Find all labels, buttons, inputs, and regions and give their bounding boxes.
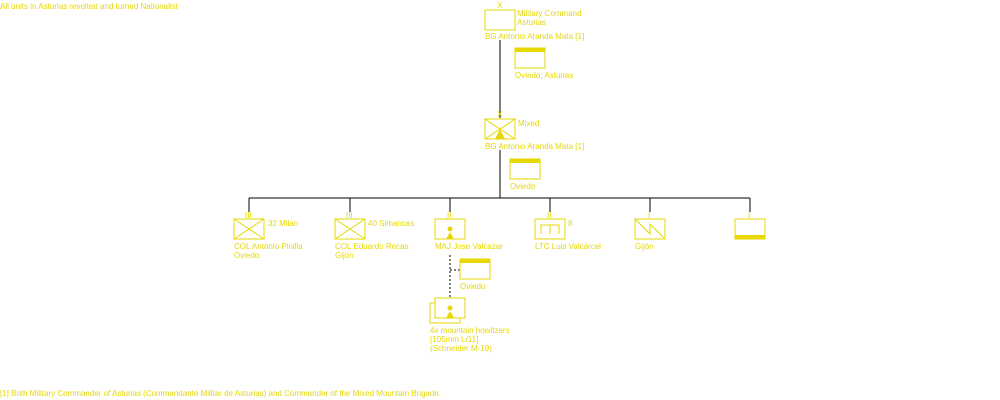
subunit-5-symbol [634, 218, 666, 240]
subunit-4-symbol [534, 218, 566, 240]
subunit-4-designation: 8 [568, 219, 573, 228]
brigade-type: Mixed [518, 119, 540, 128]
subunit-1-commander: COL Antonio Pinilla [234, 242, 303, 251]
artillery-detail-symbol [429, 297, 466, 324]
subunit-2-symbol [334, 218, 366, 240]
top-command-symbol [484, 9, 516, 31]
top-command-name-line-2: Asturias [517, 18, 546, 27]
brigade-symbol [484, 118, 516, 140]
mountain-artillery-icon [447, 305, 453, 311]
top-command-echelon: X [497, 1, 503, 10]
artillery-detail-hq-location: Oviedo [460, 282, 486, 291]
header-note: All units in Asturias revolted and turne… [0, 2, 178, 11]
subunit-6-symbol [734, 218, 766, 240]
artillery-detail-line-1: 4x mountain howitzers [430, 326, 510, 335]
subunit-4-echelon: II [547, 211, 552, 220]
signal-icon [634, 218, 666, 240]
brigade-echelon: X [497, 110, 503, 119]
subunit-1-location: Oviedo [234, 251, 260, 260]
mountain-infantry-icon [495, 129, 505, 139]
top-command-name-line-1: Military Command [517, 9, 582, 18]
subunit-6-echelon: I [748, 211, 751, 220]
brigade-hq-location: Oviedo [510, 182, 536, 191]
subunit-5-location: Gijón [635, 242, 654, 251]
subunit-3-commander: MAJ Jose Valcazar [435, 242, 503, 251]
subunit-1-symbol [233, 218, 265, 240]
mountain-artillery-icon [447, 226, 453, 232]
subunit-3-hq-flag [459, 258, 491, 280]
subunit-3-echelon: II [447, 211, 452, 220]
artillery-detail-line-3: (Schneider M-19) [430, 344, 492, 353]
subunit-2-location: Gijón [335, 251, 354, 260]
subunit-5-echelon: I [648, 211, 651, 220]
artillery-detail-line-2: [105mm L/11] [430, 335, 479, 344]
subunit-1-designation: 32 Milan [268, 219, 299, 228]
subunit-2-echelon: III [346, 211, 353, 220]
top-command-hq-flag [514, 47, 546, 69]
brigade-commander: BG Antonio Aranda Mata [1] [485, 142, 585, 151]
subunit-4-commander: LTC Luis Valcárcel [535, 242, 601, 251]
top-command-commander: BG Antonio Aranda Mata [1] [485, 32, 585, 41]
subunit-2-designation: 40 Simancas [368, 219, 415, 228]
subunit-1-echelon: III [245, 211, 252, 220]
footnote: [1] Both Military Commander of Asturias … [0, 389, 442, 398]
subunit-3-symbol [434, 218, 466, 240]
brigade-hq-flag [509, 158, 541, 180]
subunit-2-commander: COL Eduardo Recas [335, 242, 409, 251]
support-unit-icon [735, 235, 765, 239]
top-command-hq-location: Oviedo, Asturias [515, 71, 574, 80]
